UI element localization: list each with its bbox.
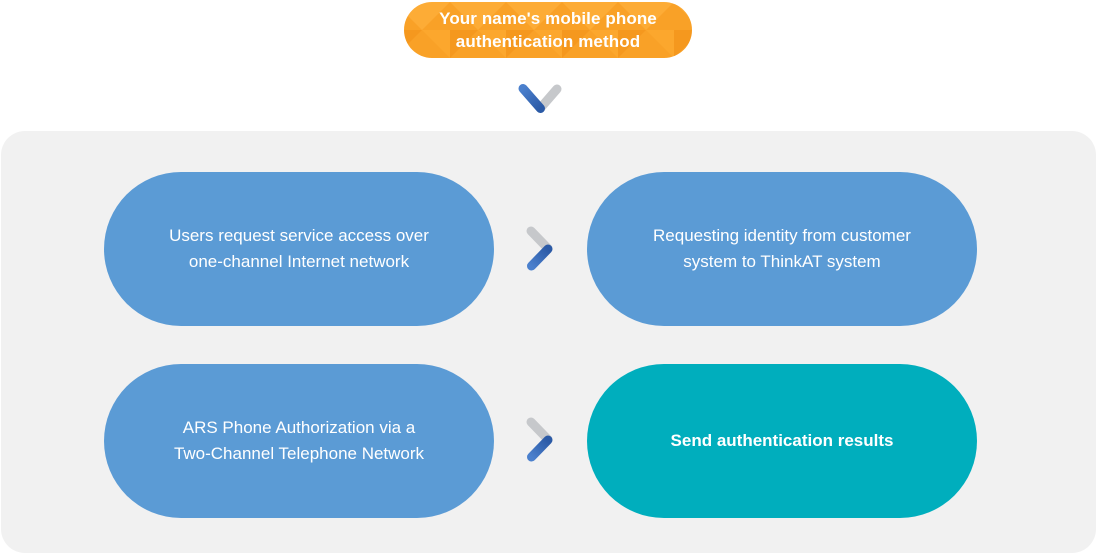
badge-title: Your name's mobile phone authentication … xyxy=(439,7,657,53)
chevron-right-icon xyxy=(526,226,553,271)
flow-step-text-line: Send authentication results xyxy=(670,431,894,450)
flow-step-text-line: one-channel Internet network xyxy=(188,252,410,271)
flow-step-request-identity: Requesting identity from customer system… xyxy=(587,172,977,326)
flow-step-text-line: Two-Channel Telephone Network xyxy=(173,444,425,463)
flow-step-text-line: system to ThinkAT system xyxy=(683,252,881,271)
title-badge: Your name's mobile phone authentication … xyxy=(404,2,692,58)
flow-step-text-line: Requesting identity from customer xyxy=(653,226,911,245)
flow-step-ars-authorization: ARS Phone Authorization via a Two-Channe… xyxy=(104,364,494,518)
chevron-right-icon xyxy=(526,417,553,462)
flow-step-text-line: Users request service access over xyxy=(169,226,429,245)
flow-step-request-access: Users request service access over one-ch… xyxy=(104,172,494,326)
chevron-down-icon xyxy=(518,84,562,113)
flow-step-text-line: ARS Phone Authorization via a xyxy=(182,418,416,437)
badge-title-line-2: authentication method xyxy=(455,32,641,51)
flow-step-send-results: Send authentication results xyxy=(587,364,977,518)
badge-facet-pattern xyxy=(404,2,692,58)
badge-title-line-1: Your name's mobile phone xyxy=(439,9,657,28)
